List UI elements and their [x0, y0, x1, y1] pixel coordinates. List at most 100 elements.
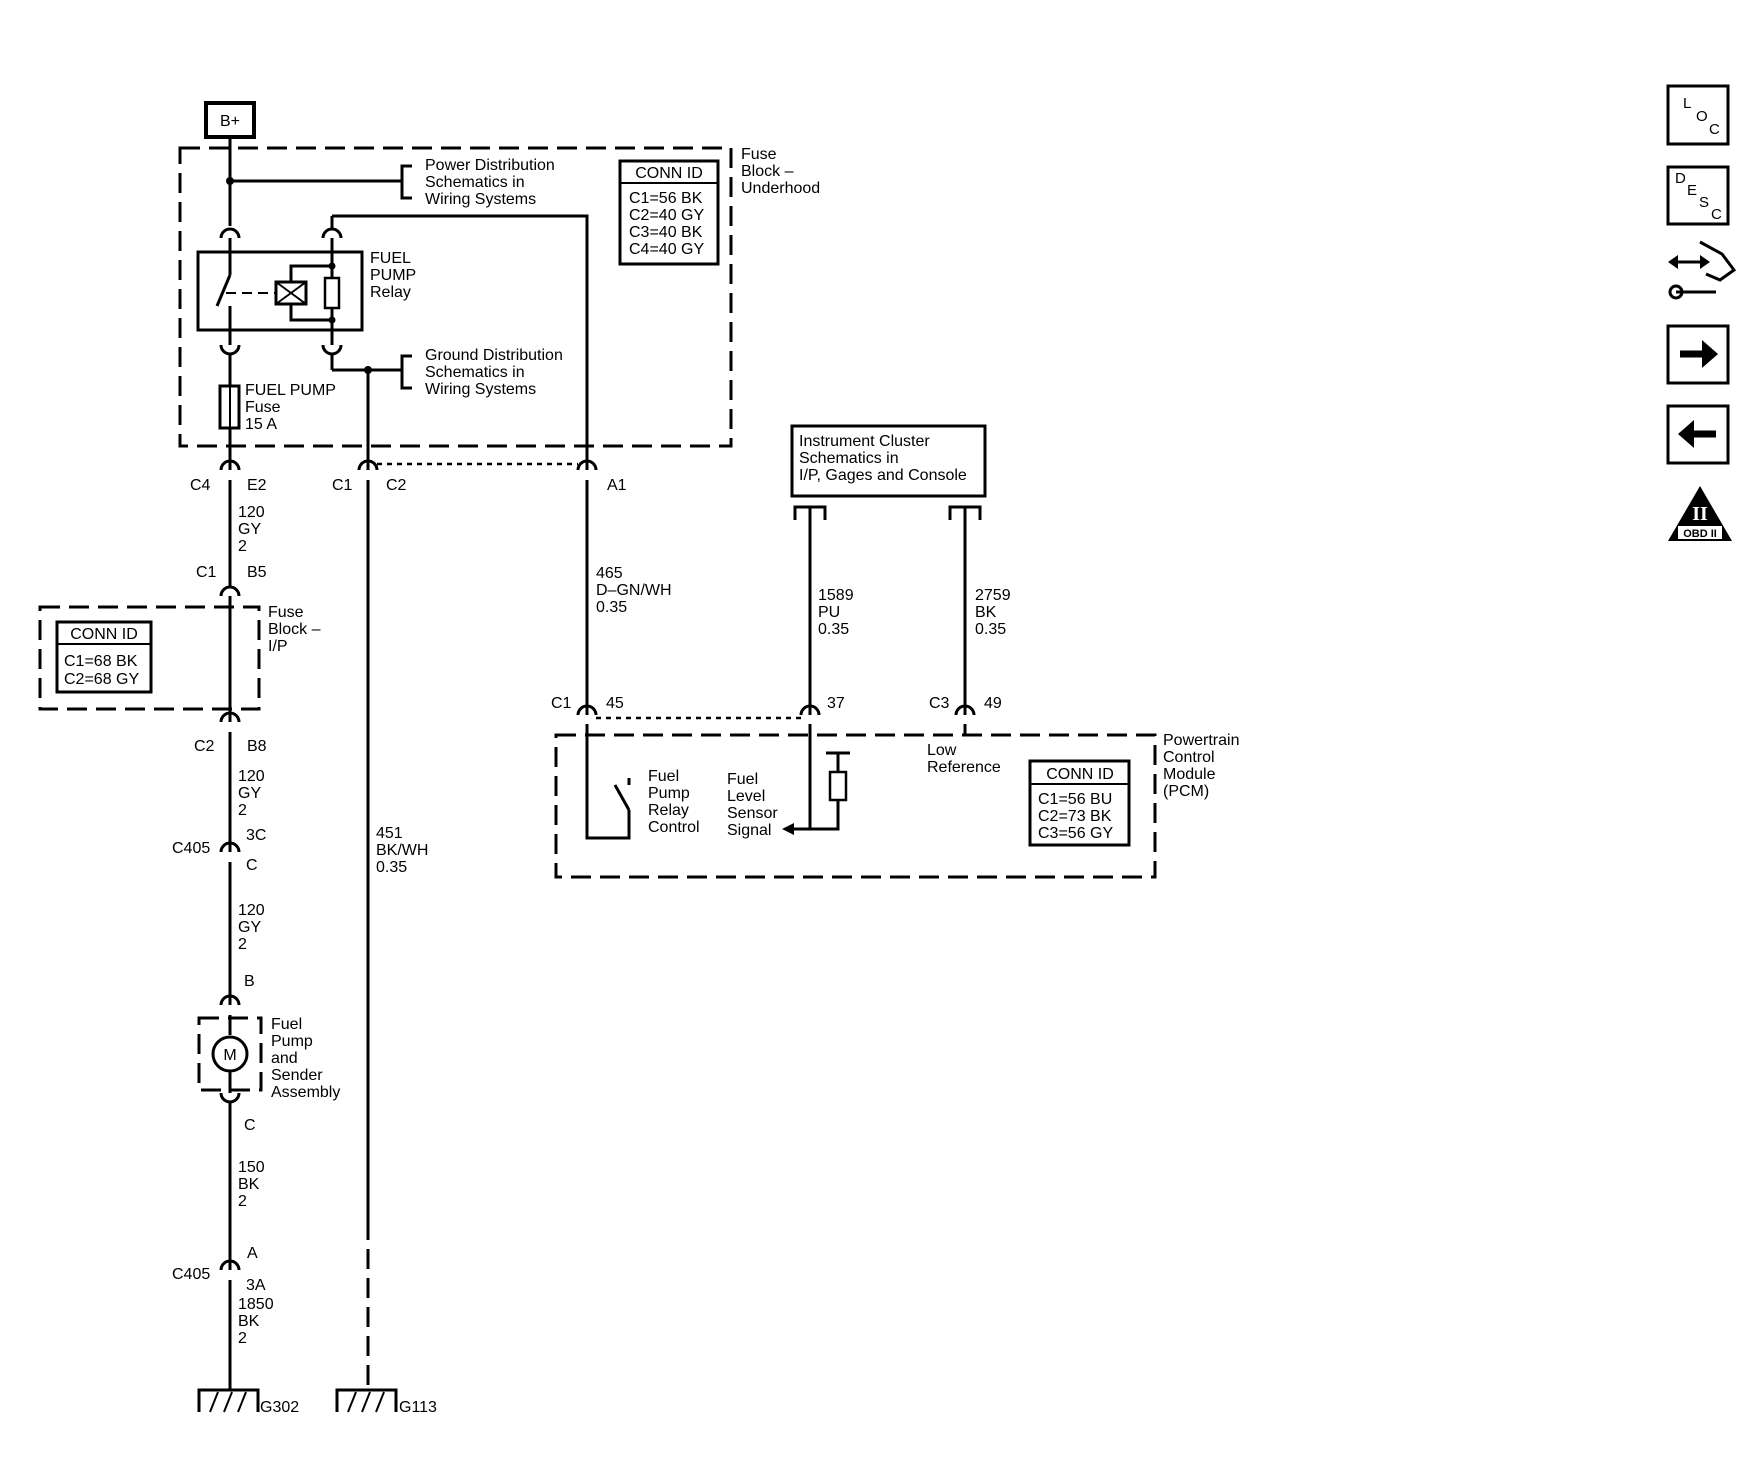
- pin-c2-ip: C2: [194, 738, 215, 755]
- wire-label: GY: [238, 521, 261, 538]
- conn-id-title-ip: CONN ID: [70, 626, 138, 643]
- desc-button[interactable]: D E S C: [1666, 165, 1730, 226]
- conn-id-row: C1=56 BU: [1038, 791, 1112, 808]
- wire-label: 2759: [975, 587, 1011, 604]
- wire-label: 1589: [818, 587, 854, 604]
- wire-label: 2: [238, 1193, 247, 1210]
- ground-symbol-g302: [197, 1388, 260, 1412]
- relay-resistor: [323, 276, 341, 310]
- connector-fuel-pump-c: [219, 1092, 241, 1104]
- instrument-cluster-label: Instrument Cluster: [799, 433, 930, 450]
- loc-letter: L: [1683, 95, 1691, 112]
- wire-label: 150: [238, 1159, 265, 1176]
- next-page-button[interactable]: [1666, 324, 1730, 385]
- desc-letter: D: [1675, 170, 1686, 187]
- pin-pcm-c3: C3: [929, 695, 950, 712]
- pin-a1: A1: [607, 477, 627, 494]
- low-reference-label: Low: [927, 742, 957, 759]
- connector-c405-b: C405: [172, 1266, 210, 1283]
- pin-3a: 3A: [246, 1277, 266, 1294]
- ground-dist-text-1: Ground Distribution: [425, 347, 563, 364]
- signal-arrow: [782, 823, 794, 835]
- pcm-outline: [554, 733, 1157, 879]
- wire-label: 0.35: [818, 621, 849, 638]
- relay-label-3: Relay: [370, 284, 411, 301]
- pin-45: 45: [606, 695, 624, 712]
- pcm-title-4: (PCM): [1163, 783, 1209, 800]
- obd-label: OBD II: [1683, 528, 1717, 540]
- ground-distribution-bracket: [400, 354, 412, 390]
- desc-letter: E: [1687, 182, 1697, 199]
- previous-page-button[interactable]: [1666, 404, 1730, 465]
- pin-pcm-c1: C1: [551, 695, 572, 712]
- relay-control-driver: [585, 724, 631, 840]
- sensor-signal-label: Sensor: [727, 805, 778, 822]
- obd-numeral: II: [1692, 503, 1708, 525]
- conn-id-row: C1=56 BK: [629, 190, 703, 207]
- connector-repair-button[interactable]: [1668, 240, 1737, 300]
- wire-label: GY: [238, 919, 261, 936]
- wire-label: 2: [238, 538, 247, 555]
- arrow-left-icon: [1678, 420, 1694, 448]
- desc-letter: S: [1699, 194, 1709, 211]
- pin-37: 37: [827, 695, 845, 712]
- fuse-block-ip-title-2: Block –: [268, 621, 321, 638]
- hand-icon: [1699, 240, 1737, 282]
- wire-label: 451: [376, 825, 403, 842]
- sensor-signal-label: Fuel: [727, 771, 758, 788]
- pcm-title-3: Module: [1163, 766, 1216, 783]
- relay-label-1: FUEL: [370, 250, 411, 267]
- conn-id-table-ip: [55, 620, 153, 694]
- pin-b5: B5: [247, 564, 267, 581]
- conn-id-row: C2=68 GY: [64, 671, 139, 688]
- ground-symbol-g113: [335, 1388, 398, 1412]
- fuse-block-underhood-title-3: Underhood: [741, 180, 820, 197]
- relay-control-label: Control: [648, 819, 700, 836]
- pin-b8: B8: [247, 738, 267, 755]
- assembly-label: Sender: [271, 1067, 323, 1084]
- conn-id-row: C4=40 GY: [629, 241, 704, 258]
- wire-label: 120: [238, 768, 265, 785]
- pin-c: C: [246, 857, 258, 874]
- instrument-cluster-box: [790, 424, 987, 498]
- conn-id-row: C3=40 BK: [629, 224, 703, 241]
- fuse-label-2: Fuse: [245, 399, 281, 416]
- pin-c1: C1: [332, 477, 353, 494]
- obd-ii-button[interactable]: II OBD II: [1668, 486, 1732, 541]
- motor-label: M: [223, 1047, 236, 1064]
- pin-a: A: [247, 1245, 258, 1262]
- fuse-block-ip-outline: [38, 605, 261, 711]
- loc-letter: O: [1696, 108, 1708, 125]
- fuse-block-underhood-outline: [178, 146, 733, 448]
- assembly-label: Fuel: [271, 1016, 302, 1033]
- conn-id-title-pcm: CONN ID: [1046, 766, 1114, 783]
- ground-label-g302: G302: [260, 1399, 299, 1416]
- fuel-pump-relay: [196, 250, 364, 332]
- conn-id-row: C3=56 GY: [1038, 825, 1113, 842]
- connector-symbol: [219, 227, 241, 239]
- battery-label: B+: [220, 113, 240, 130]
- arrow-right-icon: [1702, 340, 1718, 368]
- pin-49: 49: [984, 695, 1002, 712]
- pcm-pullup-resistor: [828, 770, 848, 802]
- instrument-cluster-label: I/P, Gages and Console: [799, 467, 967, 484]
- conn-id-table-underhood: [618, 159, 720, 266]
- loc-button[interactable]: L O C: [1666, 84, 1730, 146]
- wire-label: 120: [238, 504, 265, 521]
- ground-dist-text-3: Wiring Systems: [425, 381, 536, 398]
- instrument-cluster-label: Schematics in: [799, 450, 899, 467]
- wire-label: 120: [238, 902, 265, 919]
- assembly-label: and: [271, 1050, 298, 1067]
- wire-label: BK: [975, 604, 997, 621]
- relay-control-label: Fuel: [648, 768, 679, 785]
- ground-dist-text-2: Schematics in: [425, 364, 525, 381]
- wire-label: BK/WH: [376, 842, 428, 859]
- pin-3c: 3C: [246, 827, 266, 844]
- relay-control-label: Relay: [648, 802, 689, 819]
- relay-switch-contact: [215, 274, 232, 307]
- wire-label: 0.35: [975, 621, 1006, 638]
- wire-label: D–GN/WH: [596, 582, 672, 599]
- fuse-label-3: 15 A: [245, 416, 277, 433]
- wire-label: 0.35: [376, 859, 407, 876]
